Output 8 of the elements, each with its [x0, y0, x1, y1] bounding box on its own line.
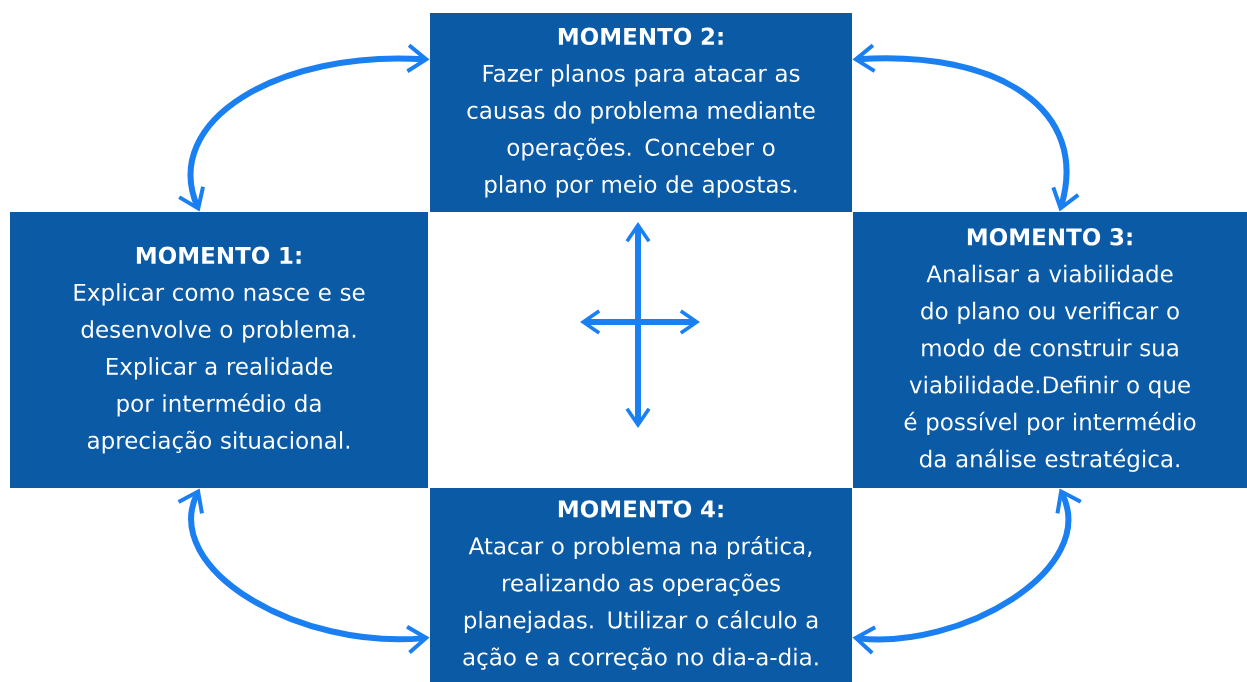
process-box: MOMENTO 2: Fazer planos para atacar as causas do problema mediante operações. Conceber o plano por meio de apostas.: [430, 13, 852, 212]
curved-double-arrow: [177, 488, 430, 655]
process-box: MOMENTO 4: Atacar o problema na prática, realizando as operações planejadas. Utilizar o cálculo a ação e a correção no dia-a-dia.: [430, 488, 852, 682]
curved-double-arrow: [852, 43, 1080, 212]
curved-double-arrow: [852, 488, 1082, 655]
process-box: MOMENTO 3: Analisar a viabilidade do plano ou verificar o modo de construir sua viabilidade.Definir o que é possível por intermédio da análise estratégica.: [853, 212, 1247, 488]
curved-double-arrow: [178, 43, 430, 212]
process-box: MOMENTO 1: Explicar como nasce e se desenvolve o problema. Explicar a realidade por intermédio da apreciação situacional.: [10, 212, 428, 488]
